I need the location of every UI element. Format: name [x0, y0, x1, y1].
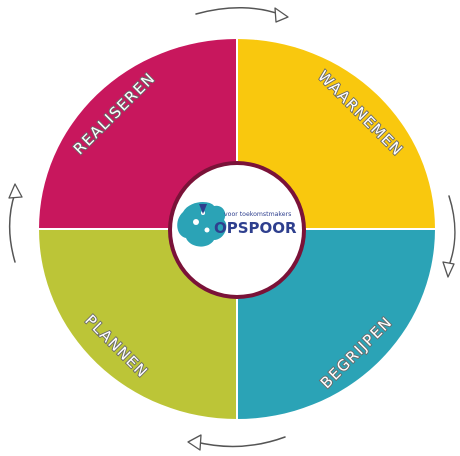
arrow-left-icon: [9, 192, 16, 263]
logo-dot-icon: [204, 227, 210, 233]
center-disc: [172, 165, 302, 295]
quadrant-realiseren: [39, 39, 237, 229]
arrow-top-icon: [274, 7, 289, 23]
arrow-right-icon: [442, 261, 455, 278]
logo-dot-icon: [193, 219, 199, 225]
logo-pin-icon: [199, 204, 207, 214]
quadrant-waarnemen: [237, 39, 435, 229]
arrow-right-icon: [447, 195, 456, 269]
arrow-bottom-icon: [187, 434, 202, 451]
arrow-top-icon: [195, 7, 283, 16]
arrow-left-icon: [8, 183, 23, 199]
arrow-bottom-icon: [195, 436, 286, 448]
cycle-arrows: [8, 7, 456, 451]
logo-tagline: voor toekomstmakers: [224, 211, 291, 218]
logo-wordmark: OPSPOOR: [214, 219, 297, 237]
logo-blob-icon: [177, 202, 227, 247]
opspoor-logo: voor toekomstmakers OPSPOOR: [177, 202, 297, 247]
